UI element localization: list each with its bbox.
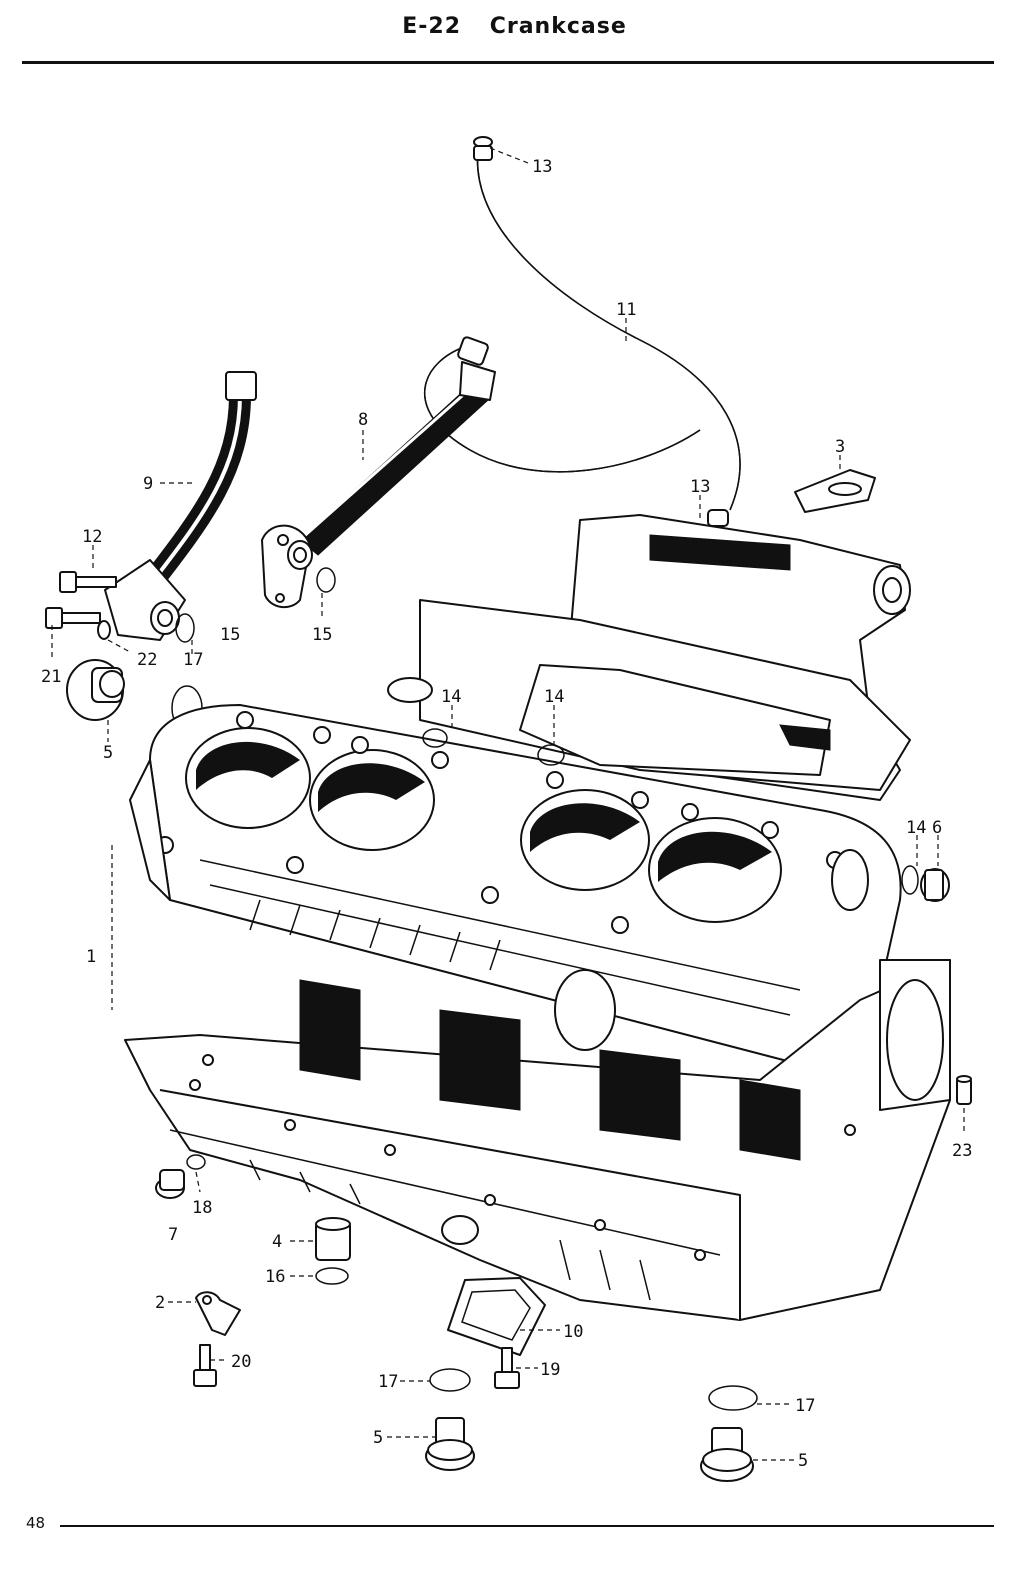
callout-8: 8 <box>358 410 368 430</box>
callout-17-upper: 17 <box>183 650 203 670</box>
callout-16: 16 <box>265 1267 285 1287</box>
cylinder-bore-4 <box>648 817 782 923</box>
drain-plug-5-bottom-left <box>425 1417 475 1471</box>
callout-12: 12 <box>82 527 102 547</box>
callout-11: 11 <box>616 300 636 320</box>
oil-pipe <box>104 371 257 641</box>
bolt-20 <box>193 1344 217 1387</box>
callout-17-bottom-right: 17 <box>795 1396 815 1416</box>
callout-5-left: 5 <box>103 743 113 763</box>
washer-18 <box>186 1154 206 1170</box>
callout-15-left: 15 <box>220 625 240 645</box>
callout-9: 9 <box>143 474 153 494</box>
callout-14-c: 14 <box>906 818 926 838</box>
plug-6 <box>920 868 950 902</box>
cylinder-bore-2 <box>309 749 435 851</box>
o-ring-16 <box>315 1267 349 1285</box>
o-ring-17-bottom-left <box>429 1368 471 1392</box>
o-ring-14-b <box>537 744 565 766</box>
callout-17-bottom-left: 17 <box>378 1372 398 1392</box>
washer-22 <box>97 620 111 640</box>
page-number: 48 <box>26 1514 46 1532</box>
o-ring-15 <box>316 567 336 593</box>
callout-10: 10 <box>563 1322 583 1342</box>
cylinder-bore-1 <box>185 727 311 829</box>
callout-2: 2 <box>155 1293 165 1313</box>
leader-lines <box>51 147 965 1461</box>
callout-22: 22 <box>137 650 157 670</box>
upper-crankcase <box>129 514 911 1081</box>
callout-5-bottom-right: 5 <box>798 1451 808 1471</box>
callout-6: 6 <box>932 818 942 838</box>
o-ring-17-bottom-right <box>708 1385 758 1411</box>
dowel-4 <box>315 1217 351 1261</box>
callout-20: 20 <box>231 1352 251 1372</box>
callout-1: 1 <box>86 947 96 967</box>
clip-2 <box>195 1291 241 1336</box>
drain-plug-5-bottom-right <box>700 1427 754 1482</box>
hose-clip-top <box>473 136 493 161</box>
lower-crankcase <box>124 959 951 1321</box>
breather-hose <box>424 149 741 511</box>
callout-13-top: 13 <box>532 157 552 177</box>
callout-4: 4 <box>272 1232 282 1252</box>
callout-13-lower: 13 <box>690 477 710 497</box>
cylinder-bore-3 <box>520 789 650 891</box>
callout-14-b: 14 <box>544 687 564 707</box>
header-rule <box>22 61 994 64</box>
o-ring-17-upper <box>175 613 195 643</box>
callout-labels: 13 11 8 3 9 13 12 15 15 21 22 17 14 14 5… <box>41 157 972 1471</box>
callout-18: 18 <box>192 1198 212 1218</box>
dowel-pin-23 <box>956 1075 972 1105</box>
breather-pipe <box>261 336 496 609</box>
bolt-21 <box>45 607 101 629</box>
callout-7: 7 <box>168 1225 178 1245</box>
bolt-12 <box>59 571 117 593</box>
plate-10 <box>447 1277 546 1356</box>
callout-21: 21 <box>41 667 61 687</box>
callout-23: 23 <box>952 1141 972 1161</box>
callout-14-a: 14 <box>441 687 461 707</box>
callout-15-right: 15 <box>312 625 332 645</box>
page-title: Crankcase <box>489 14 627 39</box>
page-header: E-22 Crankcase <box>0 14 1029 39</box>
o-ring-14-c <box>901 865 919 895</box>
bolt-19 <box>494 1347 520 1389</box>
callout-5-bottom-left: 5 <box>373 1428 383 1448</box>
section-code: E-22 <box>402 14 462 39</box>
bracket-3 <box>794 469 876 513</box>
callout-3: 3 <box>835 437 845 457</box>
plug-7 <box>155 1169 185 1199</box>
footer-rule <box>60 1525 994 1527</box>
callout-19: 19 <box>540 1360 560 1380</box>
o-ring-14-a <box>422 728 448 748</box>
drain-plug-5-left <box>66 659 125 721</box>
